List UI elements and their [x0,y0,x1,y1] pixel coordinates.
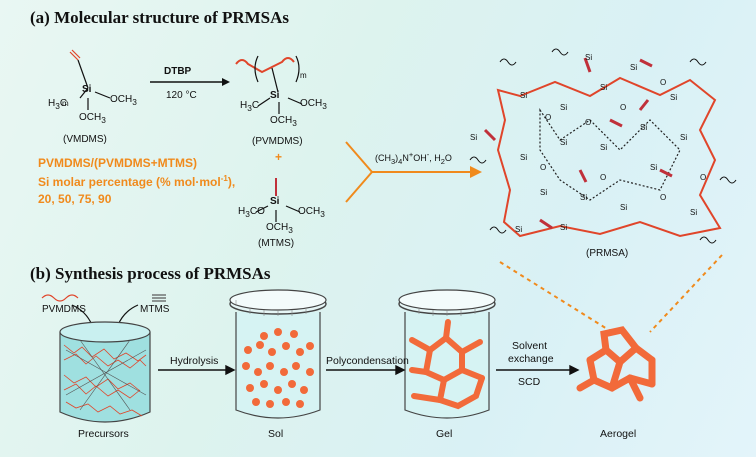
step-hydrolysis: Hydrolysis [170,355,219,367]
plus-sign: + [275,150,283,164]
pvmdms-och3-right: OCH3 [300,98,327,111]
svg-text:Si: Si [520,91,527,100]
svg-text:Si: Si [560,138,567,147]
svg-text:Si: Si [680,133,687,142]
stage-aerogel: Aerogel [600,428,637,440]
vmdms-och3-bottom: OCH3 [79,112,106,125]
note-line-1: PVMDMS/(PVMDMS+MTMS) [38,156,197,170]
svg-text:O: O [700,173,706,182]
svg-text:O: O [545,113,551,122]
mtms-si: Si [270,196,280,207]
svg-text:Si: Si [520,153,527,162]
vmdms-si: Si [82,84,92,95]
svg-text:Si: Si [650,163,657,172]
reaction-arrow-1 [150,78,230,86]
stage-gel: Gel [436,428,453,440]
svg-text:Si: Si [620,203,627,212]
pvmdms-si: Si [270,90,280,101]
note-line-2: Si molar percentage (% mol·mol-1), [38,174,236,189]
mtms-h3co: H3CO [238,206,265,219]
svg-text:O: O [540,163,546,172]
pvmdms-input-label: PVMDMS [42,304,86,315]
svg-text:Si: Si [640,123,647,132]
stage-sol: Sol [268,428,284,440]
pvmdms-h3c: H3C [240,100,260,113]
svg-text:O: O [620,103,626,112]
process-arrows [158,364,580,376]
prmsa-label: (PRMSA) [586,248,629,259]
section-a-title: (a) Molecular structure of PRMSAs [30,8,290,27]
stage-precursors: Precursors [78,428,129,440]
svg-text:O: O [585,118,591,127]
pvmdms-m: m [300,71,307,80]
svg-text:O: O [660,78,666,87]
svg-text:Si: Si [600,143,607,152]
note-line-3: 20, 50, 75, 90 [38,192,112,206]
aerogel-particle [576,326,656,402]
svg-text:Si: Si [600,83,607,92]
svg-text:Si: Si [560,223,567,232]
mtms-label: (MTMS) [258,238,295,249]
svg-text:O: O [660,193,666,202]
step-polycondensation: Polycondensation [326,355,409,367]
section-b-title: (b) Synthesis process of PRMSAs [30,264,271,283]
svg-text:Si: Si [540,188,547,197]
svg-text:O: O [600,173,606,182]
vmdms-och3-right: OCH3 [110,94,137,107]
merge-arrow [345,141,482,203]
vmdms-structure [69,49,111,110]
svg-text:Si: Si [630,63,637,72]
svg-text:Si: Si [515,225,522,234]
vmdms-h3c: H3C [48,98,68,111]
pvmdms-label: (PVMDMS) [252,136,303,147]
sol-container [229,289,327,419]
svg-text:Si: Si [585,53,592,62]
vmdms-atoms: m [62,99,69,108]
precursors-beaker [59,321,151,423]
pvmdms-och3-bottom: OCH3 [270,115,297,128]
mtms-och3-bottom: OCH3 [266,222,293,235]
zoom-lines [499,254,723,333]
catalyst-label: (CH3)4N+OH-, H2O [375,150,452,166]
step-exchange: exchange [508,353,554,365]
step-scd: SCD [518,376,541,388]
mtms-structure [255,178,301,222]
mtms-input-label: MTMS [140,304,170,315]
gel-container [398,289,496,419]
svg-text:Si: Si [470,133,477,142]
pvmdms-structure [235,55,303,114]
reaction-reagent: DTBP [164,66,192,77]
vmdms-label: (VMDMS) [63,134,107,145]
svg-text:Si: Si [580,193,587,202]
reaction-temp: 120 °C [166,90,197,101]
mtms-och3-right: OCH3 [298,206,325,219]
step-solvent: Solvent [512,340,548,352]
svg-text:Si: Si [670,93,677,102]
svg-text:Si: Si [690,208,697,217]
svg-text:Si: Si [560,103,567,112]
